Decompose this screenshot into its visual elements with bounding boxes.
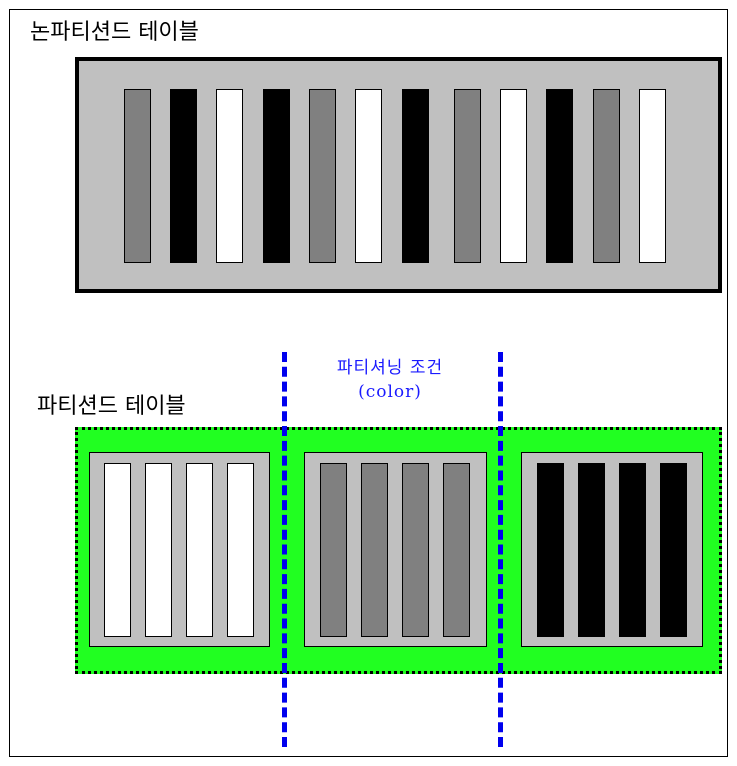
row-black (170, 89, 197, 263)
row-black (537, 463, 564, 637)
partitioned-table-title: 파티션드 테이블 (37, 394, 186, 419)
row-black (578, 463, 605, 637)
partitioning-condition-key: (color) (358, 382, 422, 402)
row-gray (309, 89, 336, 263)
row-black (546, 89, 573, 263)
row-gray (320, 463, 347, 637)
row-white (104, 463, 131, 637)
row-black (402, 89, 429, 263)
partition-white (89, 452, 270, 647)
row-black (619, 463, 646, 637)
partitioning-condition-text: 파티셔닝 조건 (336, 358, 444, 378)
partition-black (521, 452, 703, 647)
row-white (227, 463, 254, 637)
partition-boundary-line (498, 352, 503, 747)
row-gray (454, 89, 481, 263)
partition-boundary-line (282, 352, 287, 747)
row-gray (402, 463, 429, 637)
row-white (186, 463, 213, 637)
row-gray (593, 89, 620, 263)
row-black (263, 89, 290, 263)
row-gray (361, 463, 388, 637)
nonpartitioned-table-title: 논파티션드 테이블 (30, 20, 199, 45)
row-white (216, 89, 243, 263)
row-white (355, 89, 382, 263)
row-gray (124, 89, 151, 263)
row-white (639, 89, 666, 263)
row-gray (443, 463, 470, 637)
partitioning-condition-label: 파티셔닝 조건 (color) (300, 356, 480, 404)
row-black (660, 463, 687, 637)
partition-gray (304, 452, 487, 647)
row-white (145, 463, 172, 637)
diagram-frame (9, 9, 728, 757)
nonpartitioned-table (75, 57, 722, 293)
row-white (500, 89, 527, 263)
